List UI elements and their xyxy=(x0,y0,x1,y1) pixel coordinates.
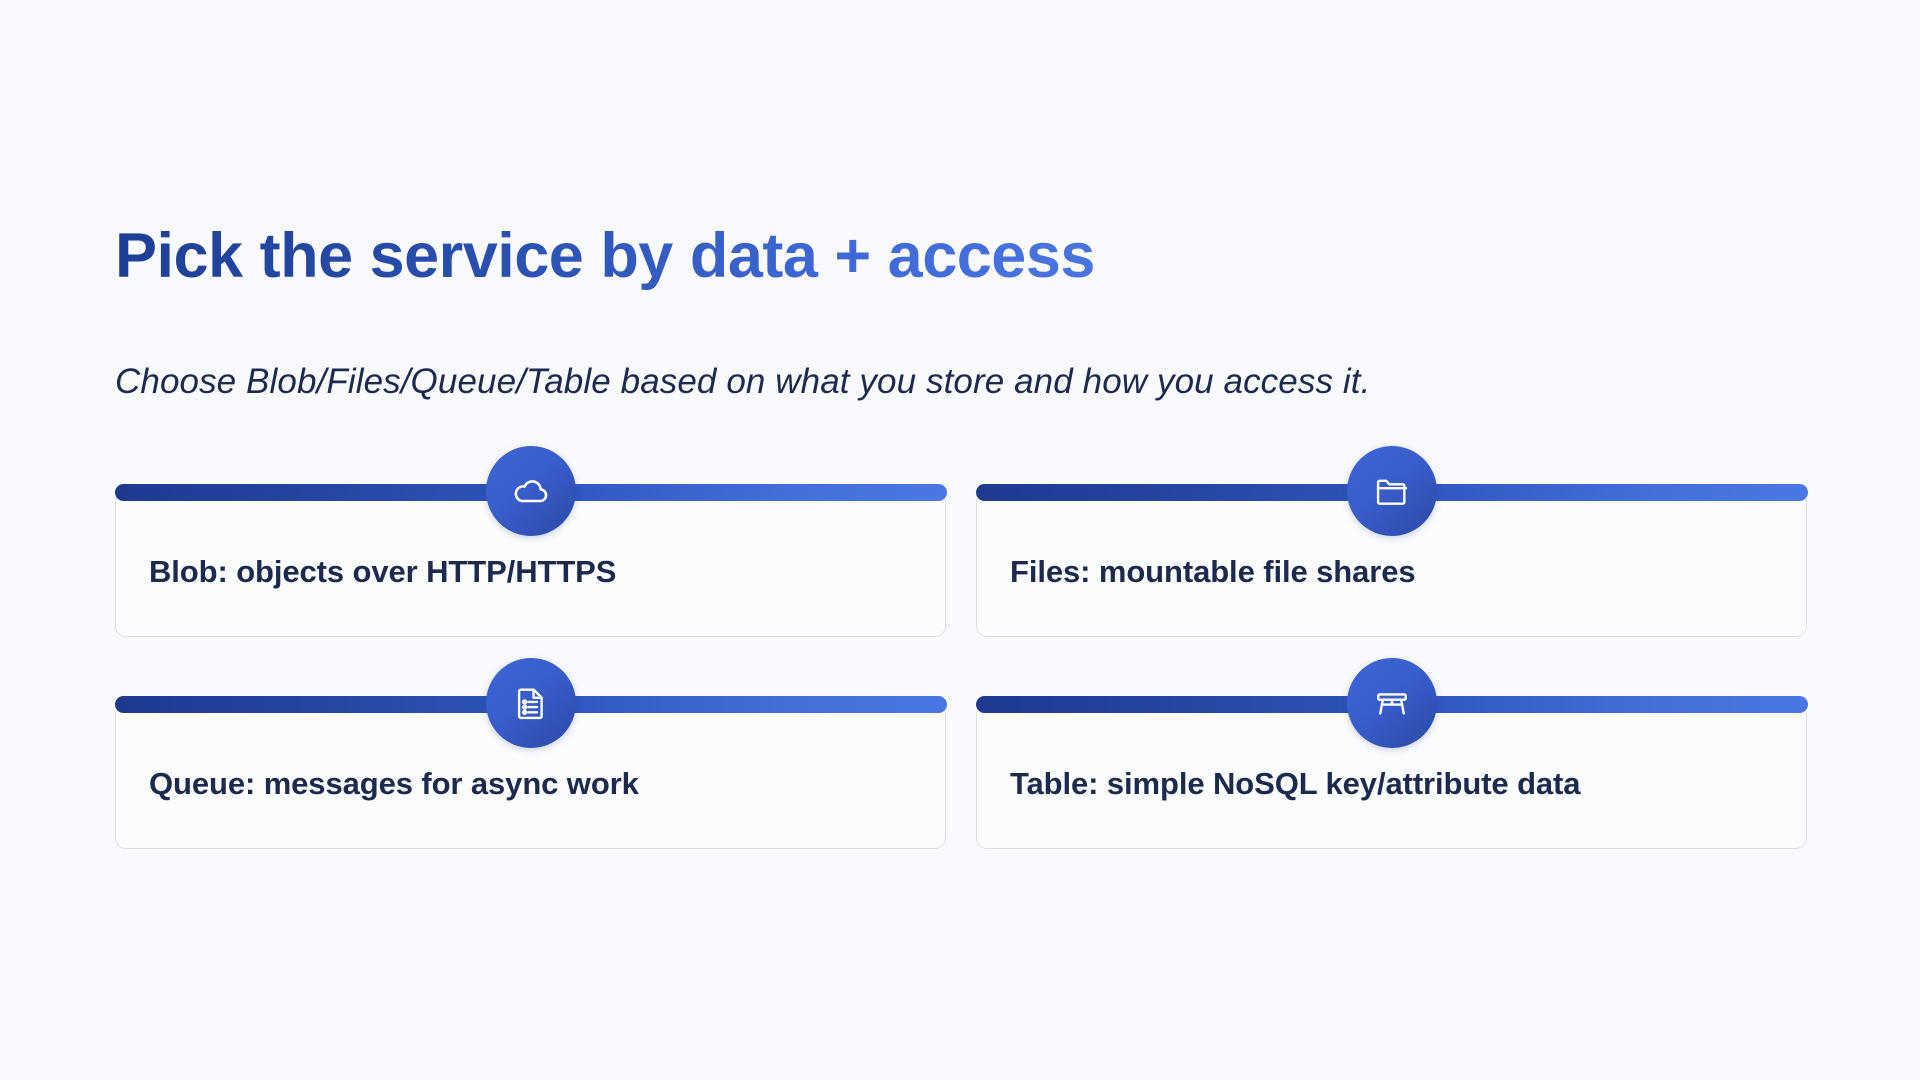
service-card-grid: Blob: objects over HTTP/HTTPS Files: mou… xyxy=(114,446,1808,849)
service-card-label: Files: mountable file shares xyxy=(1010,553,1416,589)
service-card-label: Table: simple NoSQL key/attribute data xyxy=(1010,765,1581,801)
service-card-blob[interactable]: Blob: objects over HTTP/HTTPS xyxy=(114,446,947,637)
folder-icon xyxy=(1347,446,1437,536)
service-card-queue[interactable]: Queue: messages for async work xyxy=(114,658,947,849)
cloud-icon xyxy=(486,446,576,536)
service-card-files[interactable]: Files: mountable file shares xyxy=(975,446,1808,637)
page-title: Pick the service by data + access xyxy=(115,221,1095,291)
service-card-table[interactable]: Table: simple NoSQL key/attribute data xyxy=(975,658,1808,849)
document-list-icon xyxy=(486,658,576,748)
page-subtitle: Choose Blob/Files/Queue/Table based on w… xyxy=(115,362,1371,401)
table-icon xyxy=(1347,658,1437,748)
service-card-label: Queue: messages for async work xyxy=(149,765,639,801)
service-card-label: Blob: objects over HTTP/HTTPS xyxy=(149,553,617,589)
